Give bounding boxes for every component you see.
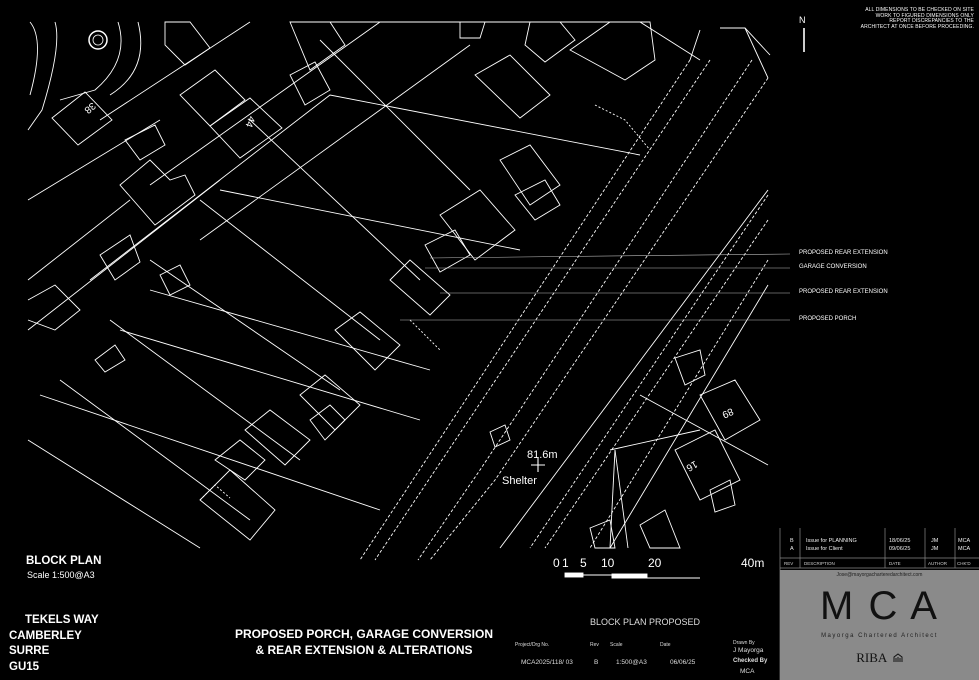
header-rev: Rev: [590, 642, 599, 648]
riba-mark: RIBA: [780, 650, 979, 666]
roundabout-circle: [88, 30, 108, 50]
riba-label: RIBA: [856, 650, 887, 665]
firm-name: Mayorga Chartered Architect: [821, 633, 938, 639]
rev-a-chkd: MCA: [958, 546, 971, 552]
header-drg-no: Project/Drg No.: [515, 642, 550, 648]
address-line: TEKELS WAY: [25, 614, 99, 626]
header-date: Date: [660, 642, 671, 648]
checked-by: MCA: [740, 668, 755, 675]
house-89-outline: [699, 379, 761, 441]
note-line: WORK TO FIGURED DIMENSIONS ONLY: [875, 12, 974, 19]
rev-a-date: 09/06/25: [889, 546, 911, 552]
block-plan-scale: Scale 1:500@A3: [27, 570, 95, 580]
curved-road-edge: [29, 21, 38, 96]
rev-header-author: AUTHOR: [928, 561, 947, 566]
drawing-number: MCA2025/118/ 03: [521, 659, 573, 666]
firm-title-box: Jose@mayorgacharteredarchitect.com M C A…: [780, 570, 979, 680]
callout-rear-extension-2: PROPOSED REAR EXTENSION: [799, 289, 888, 295]
rev-b-author: JM: [931, 538, 939, 544]
drawing-rev: B: [594, 659, 599, 666]
project-title-line: PROPOSED PORCH, GARAGE CONVERSION: [234, 627, 494, 641]
scale-tick-1: 1: [562, 556, 569, 570]
project-title: PROPOSED PORCH, GARAGE CONVERSION & REAR…: [232, 626, 496, 658]
rev-header-date: DATE: [889, 561, 901, 566]
project-title-line: & REAR EXTENSION & ALTERATIONS: [255, 643, 473, 657]
shelter-label: Shelter: [502, 475, 537, 487]
scale-tick-10: 10: [601, 556, 615, 570]
checked-by-label: Checked By: [733, 658, 768, 664]
rev-header-rev: REV: [784, 561, 794, 566]
rev-b-code: B: [790, 538, 794, 544]
header-scale: Scale: [610, 642, 623, 648]
rev-header-desc: DESCRIPTION: [804, 561, 835, 566]
scale-tick-0: 0: [553, 556, 560, 570]
house-outline: [51, 91, 113, 146]
rev-a-code: A: [790, 546, 794, 552]
sheet-title: BLOCK PLAN PROPOSED: [590, 617, 701, 627]
drawn-by-label: Drawn By: [733, 640, 755, 646]
callout-garage-conversion: GARAGE CONVERSION: [799, 264, 867, 270]
scale-tick-5: 5: [580, 556, 587, 570]
note-line: ALL DIMENSIONS TO BE CHECKED ON SITE: [865, 7, 974, 13]
rev-a-author: JM: [931, 546, 939, 552]
spot-height-label: 81.6m: [527, 449, 558, 461]
rev-a-desc: Issue for Client: [806, 546, 843, 552]
scale-tick-20: 20: [648, 556, 662, 570]
rev-b-date: 18/06/25: [889, 538, 911, 544]
site-notes: ALL DIMENSIONS TO BE CHECKED ON SITE WOR…: [860, 7, 974, 30]
note-line: REPORT DISCREPANCIES TO THE: [889, 18, 974, 25]
callout-rear-extension-1: PROPOSED REAR EXTENSION: [799, 250, 888, 256]
firm-logo: M C A: [820, 584, 939, 628]
drawing-scale: 1:500@A3: [616, 659, 647, 666]
scale-tick-40: 40m: [741, 556, 765, 570]
rev-header-chkd: CHK'D: [957, 561, 971, 566]
rev-b-chkd: MCA: [958, 538, 971, 544]
address-line: CAMBERLEY: [9, 629, 82, 642]
address-line: GU15: [9, 660, 40, 673]
main-road-lines: [359, 59, 769, 561]
rev-b-desc: Issue for PLANNING: [806, 538, 857, 544]
north-arrow-label: N: [799, 15, 806, 25]
note-line: ARCHITECT AT ONCE BEFORE PROCEEDING.: [860, 23, 974, 30]
house-16-outline: [674, 429, 741, 501]
drawn-by: J Mayorga: [733, 647, 764, 654]
riba-crest-icon: [893, 651, 903, 662]
address-line: SURRE: [9, 645, 50, 657]
firm-email: Jose@mayorgacharteredarchitect.com: [836, 572, 923, 578]
block-plan-title: BLOCK PLAN: [26, 555, 102, 567]
callout-porch: PROPOSED PORCH: [799, 316, 857, 322]
drawing-date: 06/06/25: [670, 659, 696, 666]
site-address: TEKELS WAY CAMBERLEY SURRE GU15: [9, 613, 99, 675]
